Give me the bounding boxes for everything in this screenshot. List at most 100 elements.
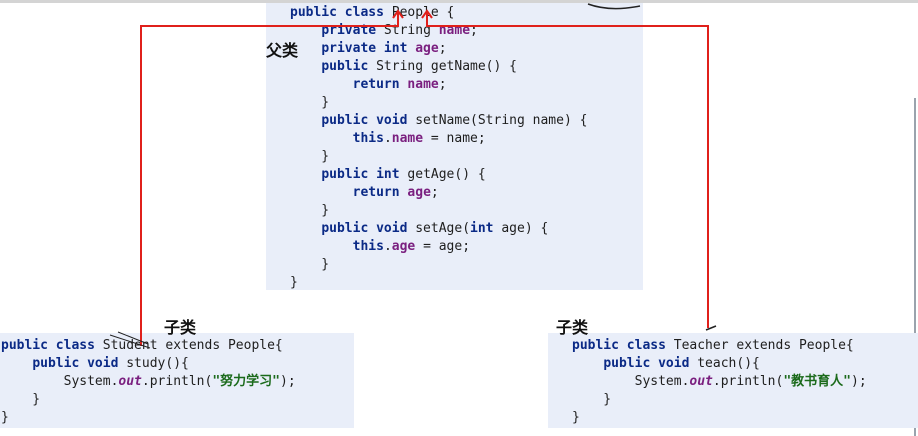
student-class-code: public class Student extends People{ pub… [0,333,354,428]
code-line: public void setName(String name) { [290,112,643,130]
code-token: } [290,149,330,164]
code-token-fld: name [438,23,471,38]
child-class-label-right: 子类 [556,318,589,337]
code-token-fld: age [415,41,439,56]
code-token: teach(){ [689,356,760,371]
code-token [290,221,321,236]
code-token-kw: public class [572,338,666,353]
code-line: System.out.println("努力学习"); [1,373,354,391]
parent-class-label: 父类 [266,41,299,60]
code-line: } [290,94,643,112]
code-line: } [290,274,643,292]
code-token-fld: name [391,131,424,146]
code-token: } [1,410,9,425]
code-line: this.age = age; [290,238,643,256]
code-token: ); [851,374,867,389]
code-token-kw: this [352,131,384,146]
code-token: } [572,410,580,425]
code-token-str: "努力学习" [212,374,280,389]
code-token-kw: this [352,239,384,254]
code-line: } [290,148,643,166]
code-line: } [290,256,643,274]
code-token: .println( [712,374,784,389]
code-token: ; [438,77,447,92]
scrollbar-edge [914,98,916,436]
code-token-kw: int [470,221,494,236]
code-token-kw: public class [1,338,95,353]
code-token-sfld: out [118,374,142,389]
code-line: } [290,202,643,220]
code-token-sfld: out [689,374,713,389]
code-line: } [1,391,354,409]
code-token: } [572,392,612,407]
code-token-kw: public int [321,167,400,182]
code-token-str: "教书育人" [783,374,851,389]
code-token: ; [470,23,478,38]
code-token-kw: return [352,185,400,200]
code-token [290,23,321,38]
code-token: } [290,203,330,218]
top-border [0,0,918,3]
code-token: ; [438,41,447,56]
code-token: getAge() { [399,167,486,182]
code-token-kw: public class [290,5,384,20]
code-token [290,131,353,146]
code-token: People { [383,5,455,20]
code-token: String getName() { [368,59,517,74]
code-token: .println( [141,374,213,389]
code-line: public void setAge(int age) { [290,220,643,238]
code-line: System.out.println("教书育人"); [572,373,918,391]
code-line: this.name = name; [290,130,643,148]
code-token: . [383,131,392,146]
code-token: age) { [493,221,549,236]
code-token: } [290,257,330,272]
code-token [290,113,321,128]
code-token: ); [280,374,296,389]
code-line: } [572,409,918,427]
code-token: } [1,392,41,407]
code-line: return age; [290,184,643,202]
code-token [290,167,321,182]
code-token-kw: public void [603,356,690,371]
code-token: setName(String name) { [407,113,588,128]
code-token: } [290,95,330,110]
code-token-kw: public [321,59,369,74]
code-token: study(){ [118,356,189,371]
code-token [1,356,32,371]
code-token-kw: private [321,23,377,38]
code-token: setAge( [407,221,471,236]
code-line: return name; [290,76,643,94]
code-token-kw: public void [321,113,408,128]
code-token: System. [572,374,690,389]
code-line: public int getAge() { [290,166,643,184]
code-line: public class Teacher extends People{ [572,337,918,355]
code-token [290,185,353,200]
pen-mark-teacher [705,325,717,331]
code-token-fld: age [407,185,431,200]
code-token: . [383,239,392,254]
code-token: Teacher extends People{ [665,338,854,353]
code-token [290,239,353,254]
code-token-kw: public void [321,221,408,236]
code-token: Student extends People{ [94,338,283,353]
code-token-kw: public void [32,356,119,371]
code-token: ; [430,185,439,200]
code-line: } [572,391,918,409]
code-token [290,77,353,92]
code-token [572,356,603,371]
code-line: } [1,409,354,427]
code-line: public String getName() { [290,58,643,76]
code-token: System. [1,374,119,389]
code-line: private int age; [290,40,643,58]
child-class-label-left: 子类 [164,318,197,337]
code-token [290,59,321,74]
code-line: public class Student extends People{ [1,337,354,355]
code-token: = name; [423,131,486,146]
code-token-fld: age [391,239,416,254]
code-line: public void study(){ [1,355,354,373]
code-token: String [376,23,439,38]
code-token-kw: return [352,77,400,92]
parent-class-code: public class People { private String nam… [266,3,643,290]
code-token: = age; [415,239,471,254]
code-token-fld: name [407,77,439,92]
